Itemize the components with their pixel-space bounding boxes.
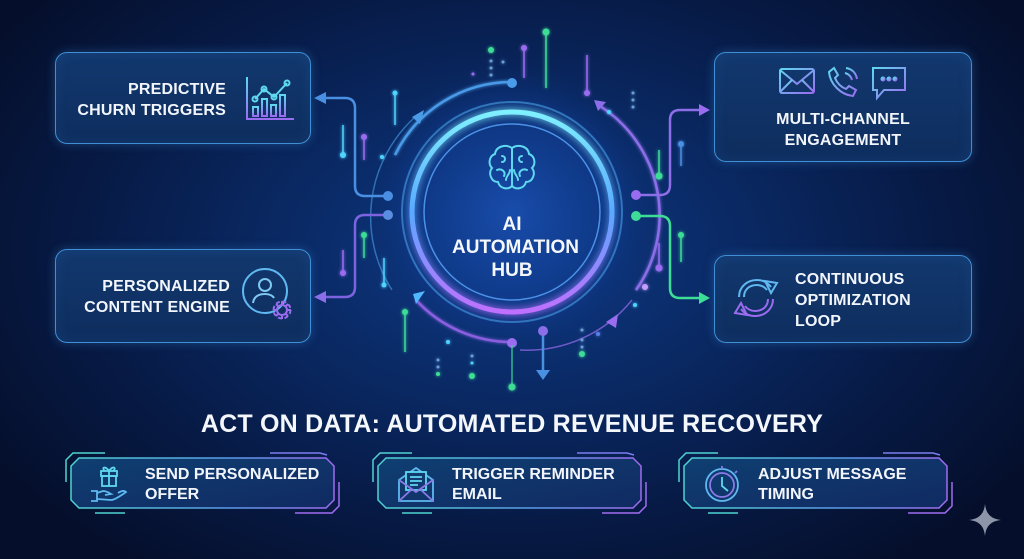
card-label: PREDICTIVE CHURN TRIGGERS xyxy=(77,81,226,119)
action-frame xyxy=(678,452,953,514)
phone-icon xyxy=(827,66,858,98)
clock-icon xyxy=(705,466,739,502)
sparkle-icon xyxy=(969,504,1001,536)
chat-bubble-icon xyxy=(872,67,906,101)
hub-label: AI AUTOMATION HUB xyxy=(452,214,580,281)
envelope-icon xyxy=(779,68,815,94)
card-label: PERSONALIZED CONTENT ENGINE xyxy=(84,278,230,316)
card-personalized-content-engine: PERSONALIZED CONTENT ENGINE xyxy=(55,249,311,343)
action-label: ADJUST MESSAGE TIMING xyxy=(758,466,907,503)
action-send-personalized-offer: SEND PERSONALIZED OFFER xyxy=(65,452,340,514)
action-label: SEND PERSONALIZED OFFER xyxy=(145,466,320,503)
channel-icons xyxy=(715,65,971,101)
card-multi-channel-engagement: MULTI-CHANNEL ENGAGEMENT xyxy=(714,52,972,162)
open-envelope-icon xyxy=(398,466,434,502)
card-predictive-churn-triggers: PREDICTIVE CHURN TRIGGERS xyxy=(55,52,311,144)
user-gear-icon xyxy=(242,268,292,320)
card-label: CONTINUOUS OPTIMIZATION LOOP xyxy=(795,271,911,330)
gift-hand-icon xyxy=(91,466,128,502)
action-trigger-reminder-email: TRIGGER REMINDER EMAIL xyxy=(372,452,647,514)
action-label: TRIGGER REMINDER EMAIL xyxy=(452,466,615,503)
bar-line-chart-icon xyxy=(246,77,294,120)
refresh-cycle-icon xyxy=(733,278,779,318)
card-continuous-optimization-loop: CONTINUOUS OPTIMIZATION LOOP xyxy=(714,255,972,343)
action-adjust-message-timing: ADJUST MESSAGE TIMING xyxy=(678,452,953,514)
action-frame xyxy=(372,452,647,514)
brain-icon xyxy=(488,145,536,190)
card-label: MULTI-CHANNEL ENGAGEMENT xyxy=(776,111,910,149)
section-title: ACT ON DATA: AUTOMATED REVENUE RECOVERY xyxy=(200,410,824,438)
action-frame xyxy=(65,452,340,514)
